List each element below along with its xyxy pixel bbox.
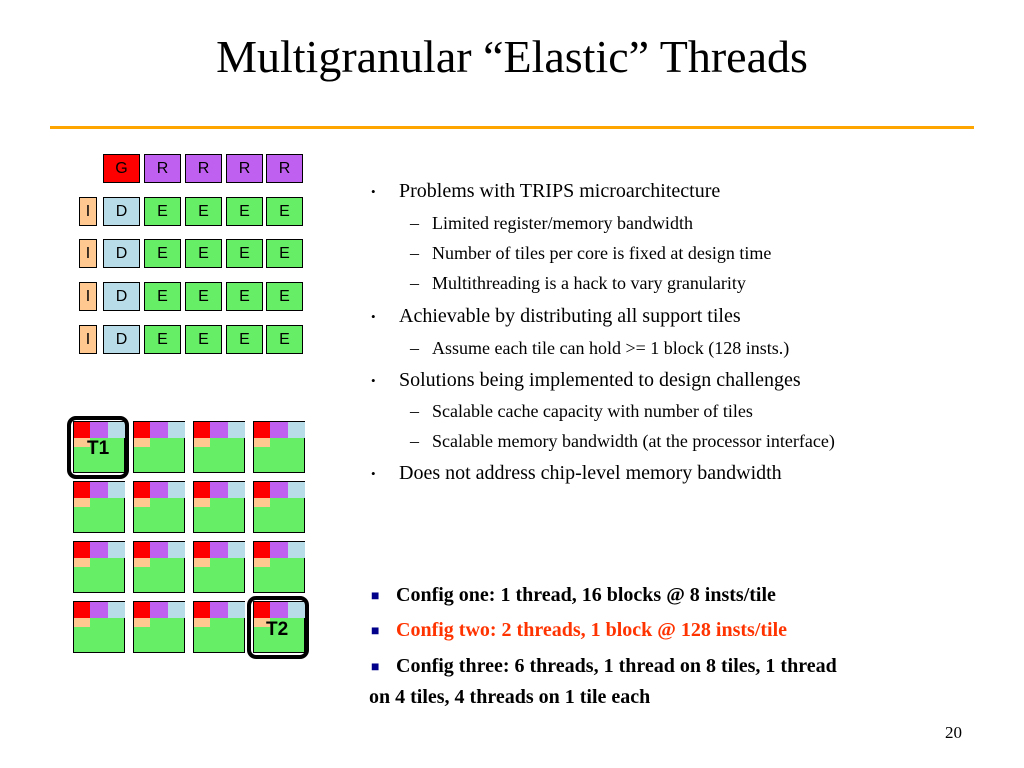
bullet-text: Problems with TRIPS microarchitecture [399,180,721,202]
sub-bullet-text: Assume each tile can hold >= 1 block (12… [432,338,790,358]
tile-execution: E [185,197,222,226]
tile-execution: E [226,325,263,354]
sub-bullet-item: –Multithreading is a hack to vary granul… [410,273,746,294]
core-tile [133,421,185,473]
slide-title: Multigranular “Elastic” Threads [216,31,808,82]
core-tile [133,601,185,653]
tile-instruction-cache: I [79,197,97,226]
core-tile [193,421,245,473]
bullet-item: • Problems with TRIPS microarchitecture [371,180,720,203]
config-two-text: Config two: 2 threads, 1 block @ 128 ins… [396,619,788,641]
bullet-text: Solutions being implemented to design ch… [399,369,801,391]
tile-data-cache: D [103,239,140,268]
tile-data-cache: D [103,325,140,354]
page-number: 20 [945,723,962,742]
tile-data-cache: D [103,282,140,311]
config-one-text: Config one: 1 thread, 16 blocks @ 8 inst… [396,584,776,606]
config-marker: ■ [371,660,380,675]
core-tile [73,601,125,653]
sub-bullet-item: –Limited register/memory bandwidth [410,213,693,234]
sub-bullet-marker: – [410,213,419,233]
core-tile [253,601,305,653]
thread-t1-label: T1 [87,438,110,459]
core-tile [133,541,185,593]
sub-bullet-item: –Scalable cache capacity with number of … [410,401,753,422]
sub-bullet-item: –Assume each tile can hold >= 1 block (1… [410,338,789,359]
thread-t2-frame [247,596,309,659]
bullet-marker: • [371,466,376,482]
core-tile [193,541,245,593]
sub-bullet-text: Scalable cache capacity with number of t… [432,401,753,421]
sub-bullet-text: Scalable memory bandwidth (at the proces… [432,431,835,451]
tile-register: R [185,154,222,183]
sub-bullet-item: –Scalable memory bandwidth (at the proce… [410,431,835,452]
core-tile [73,481,125,533]
core-tile [253,481,305,533]
sub-bullet-marker: – [410,431,419,451]
thread-t1-frame [67,416,129,479]
bullet-item: • Solutions being implemented to design c… [371,369,801,392]
sub-bullet-marker: – [410,338,419,358]
sub-bullet-text: Number of tiles per core is fixed at des… [432,243,772,263]
core-tile [73,541,125,593]
core-tile [193,481,245,533]
tile-execution: E [185,325,222,354]
bullet-marker: • [371,309,376,325]
config-marker: ■ [371,589,380,604]
sub-bullet-marker: – [410,273,419,293]
sub-bullet-text: Limited register/memory bandwidth [432,213,693,233]
tile-instruction-cache: I [79,325,97,354]
core-tile [133,481,185,533]
config-three-text-line2: on 4 tiles, 4 threads on 1 tile each [369,686,651,708]
tile-register: R [144,154,181,183]
tile-execution: E [185,282,222,311]
tile-execution: E [226,239,263,268]
tile-execution: E [144,197,181,226]
tile-instruction-cache: I [79,282,97,311]
tile-global-control: G [103,154,140,183]
bullet-marker: • [371,184,376,200]
core-tile [193,601,245,653]
bullet-text: Achievable by distributing all support t… [399,305,741,327]
tile-execution: E [226,197,263,226]
tile-register: R [226,154,263,183]
bullet-item: • Achievable by distributing all support … [371,305,741,328]
tile-execution: E [144,282,181,311]
config-marker: ■ [371,624,380,639]
bullet-text: Does not address chip-level memory bandw… [399,462,782,484]
core-tile [253,541,305,593]
tile-execution: E [185,239,222,268]
tile-execution: E [144,239,181,268]
title-divider [50,126,974,129]
bullet-item: • Does not address chip-level memory band… [371,462,782,485]
config-three-text-line1: Config three: 6 threads, 1 thread on 8 t… [396,655,837,677]
tile-data-cache: D [103,197,140,226]
core-tile [73,421,125,473]
tile-execution: E [266,197,303,226]
tile-execution: E [266,239,303,268]
sub-bullet-item: –Number of tiles per core is fixed at de… [410,243,771,264]
core-tile [253,421,305,473]
thread-t2-label: T2 [266,619,289,640]
tile-execution: E [144,325,181,354]
tile-instruction-cache: I [79,239,97,268]
tile-execution: E [226,282,263,311]
sub-bullet-text: Multithreading is a hack to vary granula… [432,273,746,293]
tile-register: R [266,154,303,183]
tile-execution: E [266,282,303,311]
sub-bullet-marker: – [410,243,419,263]
bullet-marker: • [371,373,376,389]
tile-execution: E [266,325,303,354]
sub-bullet-marker: – [410,401,419,421]
